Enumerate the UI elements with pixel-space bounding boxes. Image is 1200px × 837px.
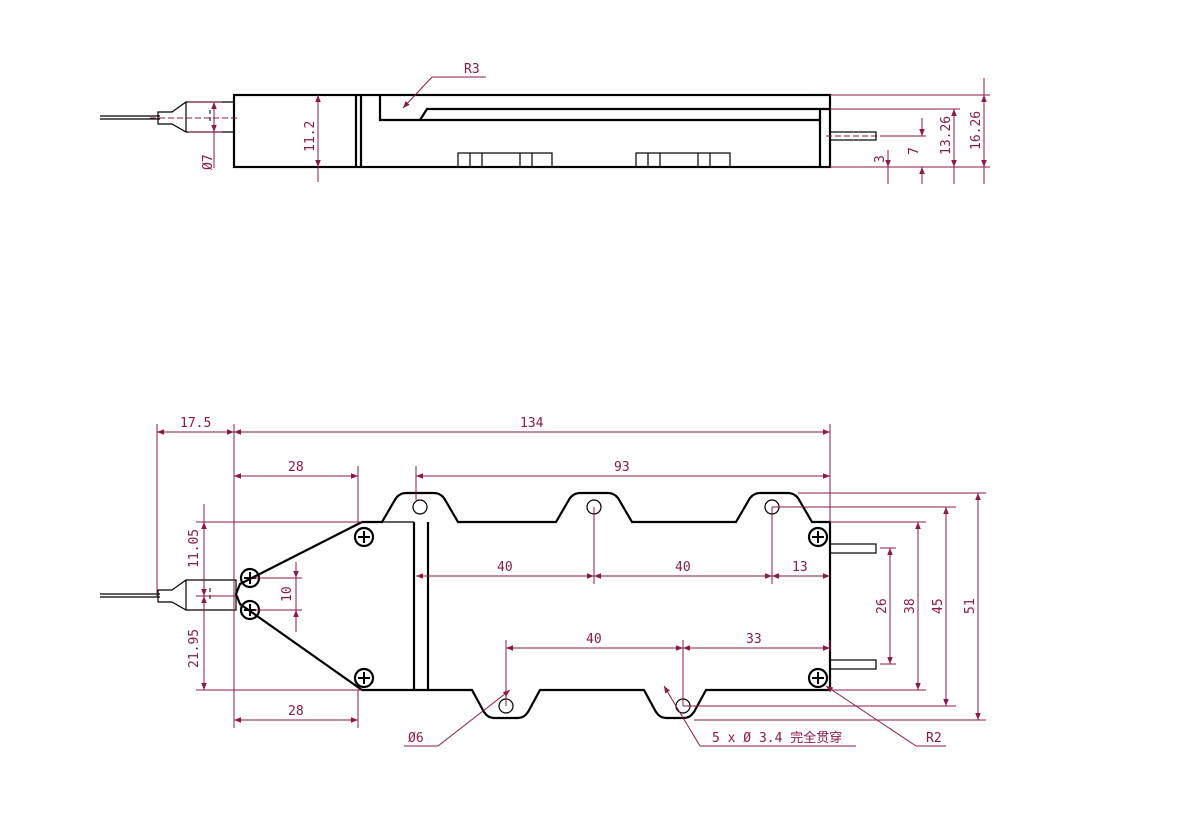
h51-label: 51: [963, 598, 978, 614]
w17_5-label: 17.5: [180, 416, 211, 431]
r2-leader: [825, 685, 917, 747]
side-foot-2: [635, 152, 731, 168]
h16_26-label: 16.26: [969, 111, 984, 150]
top-fiber-boot: [157, 579, 237, 611]
dia6-leader: [437, 689, 511, 747]
screw-icon: [353, 667, 375, 689]
screw-icon: [353, 526, 375, 548]
h21_95-label: 21.95: [187, 629, 202, 668]
w134-label: 134: [520, 416, 544, 431]
w13-label: 13: [792, 560, 808, 575]
side-view: R3 Ø7 11.2 3 7 13.26 16.26: [100, 62, 990, 184]
w28-top-label: 28: [288, 460, 304, 475]
h7-label: 7: [907, 147, 922, 155]
holes-note-label: 5 x Ø 3.4 完全贯穿: [712, 730, 842, 746]
dia6-label: Ø6: [408, 731, 424, 746]
screw-icon: [807, 667, 829, 689]
mount-hole-1: [412, 499, 428, 515]
h3-label: 3: [873, 155, 888, 163]
top-view: 17.5 134 28 93 40 40 13 40 33 28: [100, 416, 986, 747]
w28-bottom-label: 28: [288, 704, 304, 719]
top-body-outline: [234, 491, 832, 720]
h26-label: 26: [875, 598, 890, 614]
h38-label: 38: [903, 598, 918, 614]
side-lid-groove: [378, 95, 830, 122]
side-fiber-boot: [157, 101, 235, 133]
w40c-label: 40: [586, 632, 602, 647]
r2-label: R2: [926, 731, 942, 746]
top-pin-lower: [829, 659, 877, 670]
w40a-label: 40: [497, 560, 513, 575]
r3-leader: [402, 76, 433, 109]
h11_2-label: 11.2: [303, 121, 318, 152]
w40b-label: 40: [675, 560, 691, 575]
h11_05-label: 11.05: [187, 529, 202, 568]
dia7-label: Ø7: [201, 154, 216, 170]
top-pin-upper: [829, 543, 877, 554]
screw-icon: [807, 526, 829, 548]
w93-label: 93: [614, 460, 630, 475]
side-foot-1: [457, 152, 553, 168]
w33-label: 33: [746, 632, 762, 647]
h45-label: 45: [931, 598, 946, 614]
r3-label: R3: [464, 62, 480, 77]
h13_26-label: 13.26: [939, 116, 954, 155]
holes-leader: [663, 685, 701, 747]
h10-label: 10: [280, 586, 295, 602]
